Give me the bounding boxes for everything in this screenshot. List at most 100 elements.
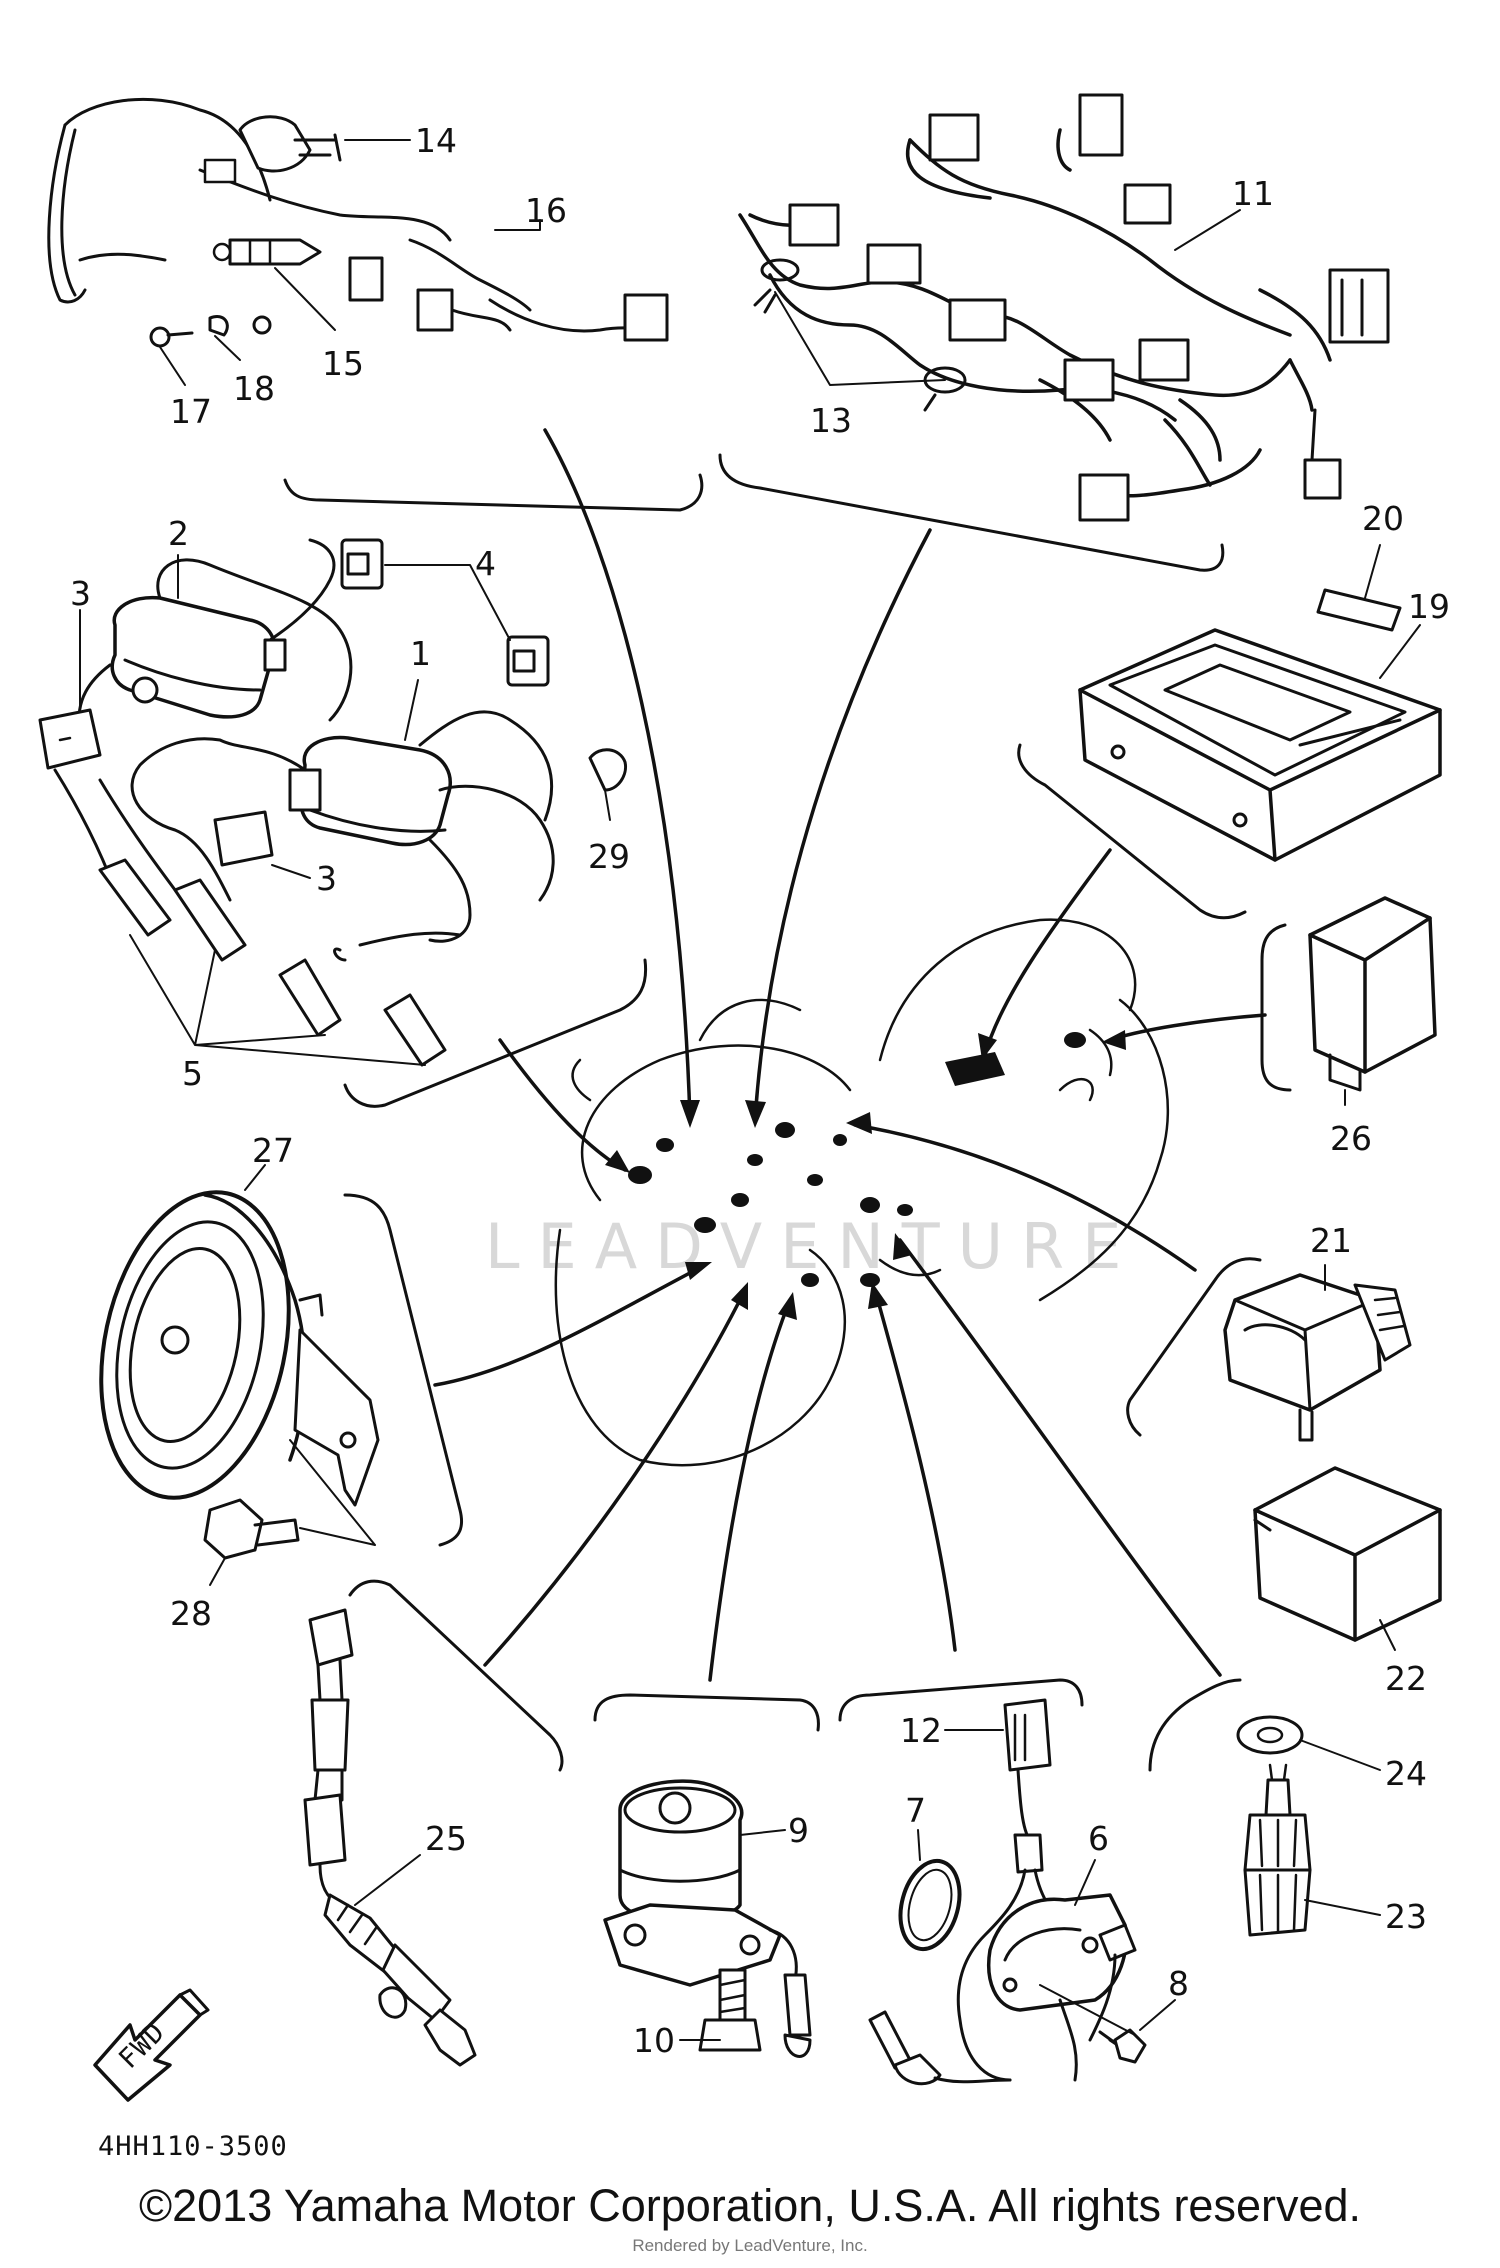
bolt-17-icon bbox=[149, 326, 194, 348]
copyright-notice: ©2013 Yamaha Motor Corporation, U.S.A. A… bbox=[138, 2180, 1362, 2231]
harness-connectors bbox=[788, 93, 1390, 522]
svg-text:5: 5 bbox=[182, 1054, 203, 1093]
callout-12: 12 bbox=[900, 1711, 1004, 1750]
relay-26-icon bbox=[1308, 896, 1437, 1092]
callout-6: 6 bbox=[1074, 1819, 1109, 1906]
svg-text:6: 6 bbox=[1088, 1819, 1109, 1858]
svg-text:15: 15 bbox=[322, 344, 364, 383]
assembly-arrowheads bbox=[605, 1030, 1126, 1320]
ecu-mount-block bbox=[945, 1052, 1005, 1086]
svg-text:3: 3 bbox=[316, 859, 337, 898]
callout-8: 8 bbox=[1039, 1964, 1189, 2036]
ignition-coil-2-icon bbox=[77, 538, 353, 732]
solenoid-9-icon bbox=[603, 1779, 812, 2058]
svg-text:8: 8 bbox=[1168, 1964, 1189, 2003]
callout-28: 28 bbox=[170, 1557, 226, 1633]
callout-11: 11 bbox=[1174, 174, 1274, 251]
callout-3a: 3 bbox=[70, 574, 91, 711]
callout-29: 29 bbox=[588, 789, 630, 876]
bracket-temp-sensor bbox=[1148, 1678, 1242, 1772]
callout-4: 4 bbox=[384, 544, 511, 641]
svg-text:3: 3 bbox=[70, 574, 91, 613]
callout-1: 1 bbox=[404, 634, 431, 741]
callout-2: 2 bbox=[168, 514, 189, 599]
watermark: LEADVENTURE bbox=[485, 1210, 1139, 1283]
washer-24-icon bbox=[1236, 1715, 1304, 1755]
bolt-10-icon bbox=[698, 1968, 762, 2052]
callout-16: 16 bbox=[494, 191, 567, 231]
bracket-pickup-coil bbox=[838, 1678, 1084, 1722]
motorcycle-frame-outline bbox=[554, 918, 1170, 1467]
svg-text:13: 13 bbox=[810, 401, 852, 440]
svg-text:21: 21 bbox=[1310, 1221, 1352, 1260]
callout-3b: 3 bbox=[271, 859, 337, 898]
svg-text:7: 7 bbox=[905, 1791, 926, 1830]
callout-21: 21 bbox=[1310, 1221, 1352, 1291]
bracket-regulators bbox=[1126, 1257, 1262, 1437]
clip-18-icon bbox=[208, 315, 272, 337]
ignition-coil-1-icon bbox=[130, 710, 555, 943]
callout-22: 22 bbox=[1379, 1619, 1427, 1698]
ecu-19-icon bbox=[1078, 628, 1442, 862]
svg-text:22: 22 bbox=[1385, 1659, 1427, 1698]
callout-9: 9 bbox=[739, 1811, 809, 1850]
callout-25: 25 bbox=[354, 1819, 467, 1906]
svg-text:26: 26 bbox=[1330, 1119, 1372, 1158]
diagram-code: 4HH110-3500 bbox=[98, 2131, 288, 2162]
callout-5: 5 bbox=[129, 934, 426, 1093]
pickup-coil-6-icon bbox=[868, 1698, 1137, 2086]
o-ring-7-icon bbox=[898, 1858, 962, 1952]
bracket-solenoid bbox=[593, 1693, 820, 1732]
bracket-ignition bbox=[343, 958, 648, 1108]
callout-26: 26 bbox=[1330, 1089, 1372, 1158]
svg-text:16: 16 bbox=[525, 191, 567, 230]
svg-text:17: 17 bbox=[170, 392, 212, 431]
svg-text:9: 9 bbox=[788, 1811, 809, 1850]
cap-3-icon bbox=[38, 708, 274, 867]
bracket-harness bbox=[718, 453, 1225, 572]
harness-clamps-13 bbox=[753, 258, 967, 412]
svg-text:14: 14 bbox=[415, 121, 457, 160]
svg-text:20: 20 bbox=[1362, 499, 1404, 538]
seal-20-icon bbox=[1316, 588, 1402, 632]
callout-20: 20 bbox=[1362, 499, 1404, 599]
svg-text:28: 28 bbox=[170, 1594, 212, 1633]
svg-text:29: 29 bbox=[588, 837, 630, 876]
callout-10: 10 bbox=[633, 2021, 721, 2060]
screw-8-icon bbox=[1098, 2028, 1147, 2064]
svg-text:4: 4 bbox=[475, 544, 496, 583]
assembly-leader-lines bbox=[433, 428, 1267, 1682]
bracket-relay bbox=[1260, 923, 1292, 1092]
svg-text:11: 11 bbox=[1232, 174, 1274, 213]
svg-text:2: 2 bbox=[168, 514, 189, 553]
bracket-switches bbox=[283, 473, 704, 512]
svg-text:23: 23 bbox=[1385, 1897, 1427, 1936]
bracket-ecu bbox=[1017, 743, 1247, 920]
bolt-28-icon bbox=[203, 1498, 300, 1560]
temp-sensor-23-icon bbox=[1243, 1763, 1312, 1937]
fwd-direction-icon: FWD bbox=[93, 1988, 210, 2102]
bracket-o2-sensor bbox=[348, 1579, 564, 1772]
pressure-switch-icon bbox=[203, 115, 342, 184]
svg-text:24: 24 bbox=[1385, 1754, 1427, 1793]
svg-text:1: 1 bbox=[410, 634, 431, 673]
regulator-21-icon bbox=[1223, 1273, 1412, 1442]
callout-13: 13 bbox=[774, 291, 946, 440]
o2-sensor-25-icon bbox=[303, 1608, 477, 2067]
callout-24: 24 bbox=[1299, 1739, 1427, 1793]
plug-caps-5-icon bbox=[53, 768, 462, 1067]
callout-27-28-leader bbox=[289, 1439, 376, 1546]
connector-16-icon bbox=[348, 256, 669, 342]
callout-14: 14 bbox=[344, 121, 457, 160]
horn-27-icon bbox=[99, 1190, 380, 1507]
svg-text:27: 27 bbox=[252, 1131, 294, 1170]
svg-text:25: 25 bbox=[425, 1819, 467, 1858]
thermo-switch-icon bbox=[212, 238, 322, 266]
callout-15: 15 bbox=[274, 267, 364, 383]
svg-text:12: 12 bbox=[900, 1711, 942, 1750]
clamp-29-icon bbox=[588, 748, 628, 792]
callout-18: 18 bbox=[214, 335, 275, 408]
coil-caps-4-icon bbox=[340, 538, 550, 687]
bracket-horn bbox=[343, 1193, 464, 1547]
